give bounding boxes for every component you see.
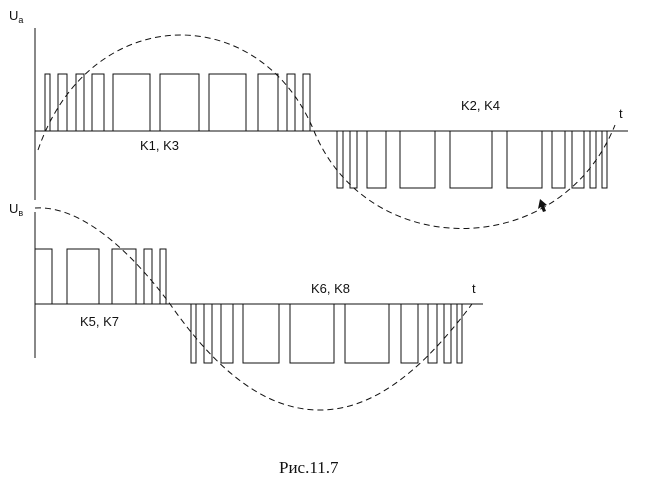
figure-caption: Рис.11.7 — [279, 458, 339, 477]
plot-b-positive-label: K5, K7 — [80, 314, 119, 329]
plot-b-time-label: t — [472, 281, 476, 296]
plot-a-positive-label: K1, K3 — [140, 138, 179, 153]
plot-a-negative-label: K2, K4 — [461, 98, 500, 113]
plot-a-negative-pulse-train — [336, 131, 608, 189]
plot-b-negative-pulse-train — [190, 304, 463, 364]
plot-a: Ua t K1, K3 K2, K4 — [9, 8, 628, 229]
plot-b-negative-label: K6, K8 — [311, 281, 350, 296]
plot-a-axis-label: Ua — [9, 8, 23, 25]
cursor-pointer-icon — [538, 199, 547, 212]
plot-b-axis-label: Uв — [9, 201, 23, 218]
plot-b-positive-pulse-train — [34, 248, 167, 304]
plot-a-positive-pulse-train — [44, 73, 311, 131]
plot-b-sine-envelope — [34, 207, 473, 411]
plot-b: Uв t K5, K7 K6, K8 — [9, 201, 483, 411]
plot-a-time-label: t — [619, 106, 623, 121]
plot-a-sine-envelope — [37, 34, 616, 229]
